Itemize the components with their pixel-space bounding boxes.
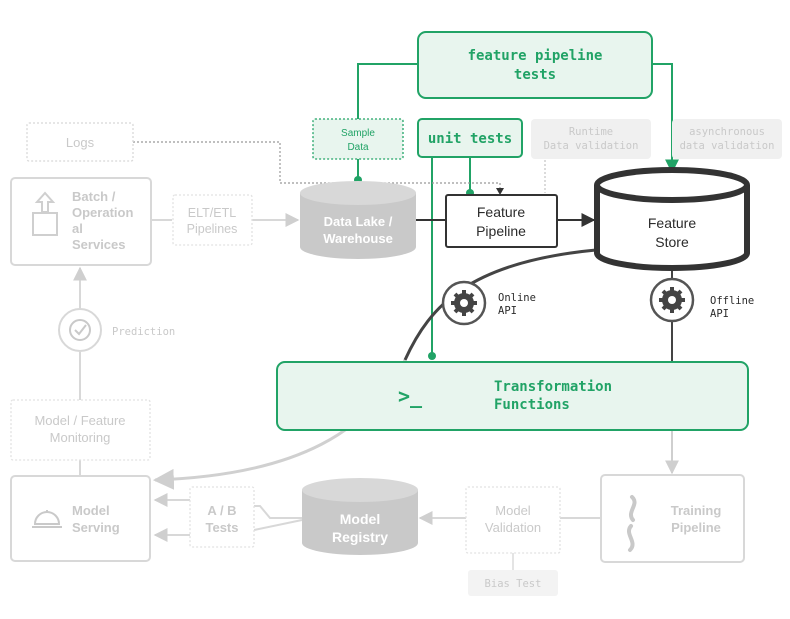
monitoring-line1: Model / Feature — [34, 413, 125, 428]
prediction-label: Prediction — [112, 326, 175, 338]
feature-store-line2: Store — [655, 234, 689, 250]
model-registry-line2: Registry — [332, 529, 388, 545]
online-api-line1: Online — [498, 292, 536, 304]
monitoring-box[interactable]: Model / Feature Monitoring — [10, 399, 151, 461]
async-validation-box[interactable]: asynchronous data validation — [672, 119, 782, 159]
batch-services-line3: al — [72, 221, 83, 236]
training-pipeline-box[interactable]: Training Pipeline — [600, 474, 745, 563]
check-circle-icon — [69, 319, 91, 341]
sample-data-box[interactable]: Sample Data — [312, 118, 404, 160]
elt-pipelines-box[interactable]: ELT/ETL Pipelines — [172, 194, 253, 246]
ab-tests-line2: Tests — [206, 520, 239, 535]
model-serving-line1: Model — [72, 503, 110, 518]
model-serving-box[interactable]: Model Serving — [10, 475, 151, 562]
feature-store-line1: Feature — [648, 215, 696, 231]
model-registry-cylinder[interactable]: Model Registry — [302, 478, 418, 555]
training-pipeline-line2: Pipeline — [671, 520, 721, 535]
runtime-validation-box[interactable]: Runtime Data validation — [531, 119, 651, 159]
elt-pipelines-line1: ELT/ETL — [188, 206, 236, 220]
model-registry-line1: Model — [340, 511, 380, 527]
edge-registry-to-ab — [254, 505, 302, 519]
sample-data-line1: Sample — [341, 128, 375, 139]
data-lake-cylinder[interactable]: Data Lake / Warehouse — [300, 181, 416, 259]
transformation-line1: Transformation — [494, 379, 612, 395]
feature-pipeline-tests-line1: feature pipeline — [468, 48, 603, 64]
pipeline-icon — [627, 495, 637, 552]
feature-pipeline-box[interactable]: Feature Pipeline — [445, 194, 558, 248]
async-validation-line2: data validation — [680, 140, 775, 152]
batch-services-box[interactable]: Batch / Operation al Services — [10, 177, 152, 266]
upload-icon — [32, 191, 58, 236]
edge-tests-to-featurestore — [652, 63, 679, 174]
training-pipeline-line1: Training — [671, 503, 722, 518]
edge-logs-to-pipeline — [133, 141, 501, 193]
bias-test-label: Bias Test — [485, 578, 542, 590]
batch-services-line2: Operation — [72, 205, 133, 220]
offline-api-line1: Offline — [710, 295, 754, 307]
runtime-validation-line1: Runtime — [569, 126, 613, 138]
transformation-line2: Functions — [494, 397, 570, 413]
gear-icon — [659, 287, 685, 313]
model-validation-box[interactable]: Model Validation — [465, 486, 561, 554]
elt-pipelines-line2: Pipelines — [187, 222, 238, 236]
model-serving-line2: Serving — [72, 520, 120, 535]
feature-store-cylinder[interactable]: Feature Store — [594, 167, 750, 271]
unit-tests-label: unit tests — [428, 131, 512, 147]
feature-pipeline-tests-box[interactable]: feature pipeline tests — [417, 31, 653, 99]
feature-pipeline-line1: Feature — [477, 204, 525, 220]
online-api-line2: API — [498, 305, 517, 317]
runtime-validation-line2: Data validation — [544, 140, 639, 152]
sample-data-line2: Data — [347, 142, 369, 153]
batch-services-line4: Services — [72, 237, 126, 252]
model-validation-line2: Validation — [485, 520, 541, 535]
service-bell-icon — [32, 510, 62, 528]
bias-test-box[interactable]: Bias Test — [468, 570, 558, 596]
logs-box[interactable]: Logs — [26, 122, 134, 162]
async-validation-line1: asynchronous — [689, 126, 765, 138]
ab-tests-box[interactable]: A / B Tests — [189, 486, 255, 548]
ab-tests-line1: A / B — [207, 503, 236, 518]
batch-services-line1: Batch / — [72, 189, 116, 204]
prediction-node[interactable]: Prediction — [58, 308, 175, 352]
gear-icon — [451, 290, 477, 316]
feature-pipeline-tests-line2: tests — [514, 67, 556, 83]
data-lake-line1: Data Lake / — [324, 214, 393, 229]
unit-tests-box[interactable]: unit tests — [417, 118, 523, 158]
feature-pipeline-line2: Pipeline — [476, 223, 526, 239]
terminal-prompt-icon: >_ — [398, 384, 423, 408]
model-validation-line1: Model — [495, 503, 531, 518]
offline-api-node[interactable]: Offline API — [649, 277, 754, 323]
online-api-node[interactable]: Online API — [441, 280, 536, 326]
edge-registry-to-ab-2 — [253, 519, 303, 531]
offline-api-line2: API — [710, 308, 729, 320]
monitoring-line2: Monitoring — [50, 430, 111, 445]
data-lake-line2: Warehouse — [323, 231, 393, 246]
transformation-functions-box[interactable]: >_ Transformation Functions — [276, 361, 749, 431]
logs-label: Logs — [66, 135, 95, 150]
